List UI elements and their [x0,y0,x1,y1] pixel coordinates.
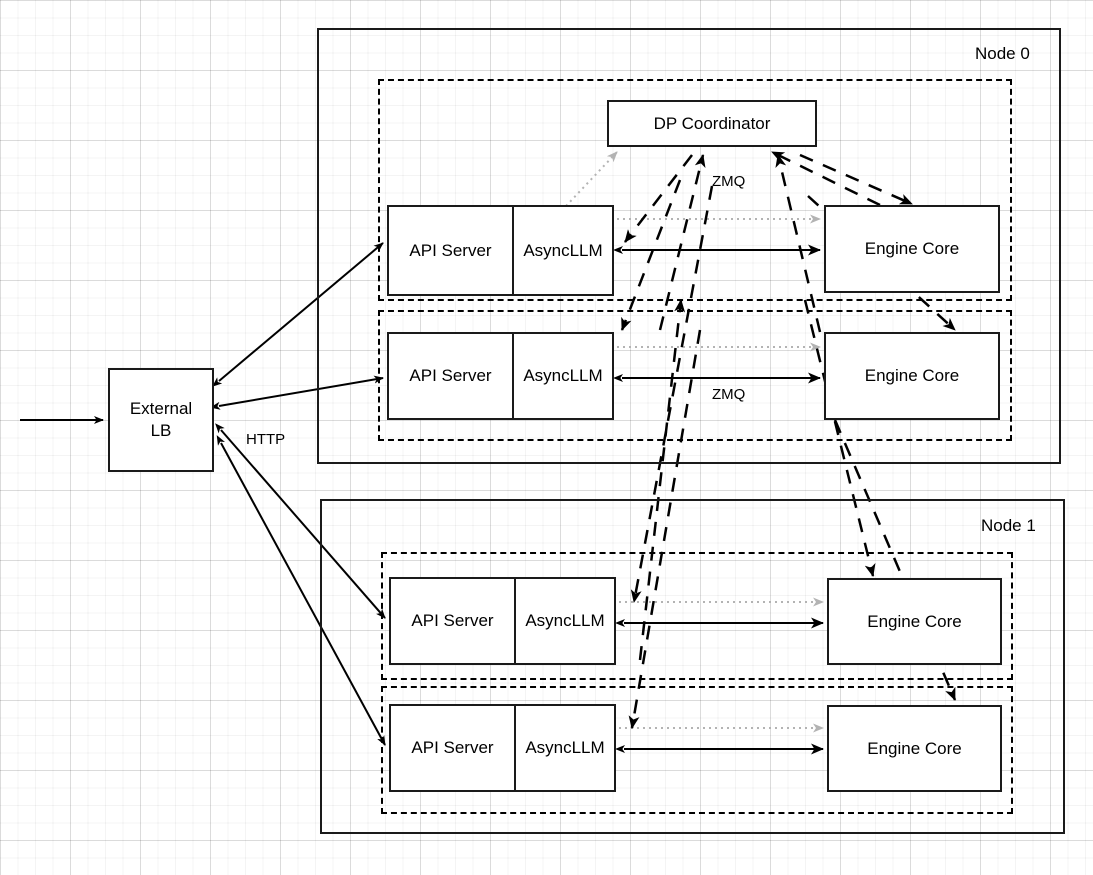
asyncllm-label-node1-1: AsyncLLM [525,738,605,757]
node-container-node1 [320,499,1065,834]
api-server-asyncllm-node0-0[interactable]: API Server AsyncLLM [387,205,614,296]
engine-core-label-node1-1: Engine Core [867,738,962,758]
engine-core-node1-0[interactable]: Engine Core [827,578,1002,665]
http-label: HTTP [246,431,286,448]
asyncllm-label-node0-1: AsyncLLM [523,366,603,385]
dp-group-node0-1 [378,310,1012,441]
api-server-asyncllm-node1-0[interactable]: API Server AsyncLLM [389,577,616,665]
external-lb-label-line2: LB [150,421,172,440]
asyncllm-label-node1-0: AsyncLLM [525,611,605,630]
api-server-asyncllm-node1-1[interactable]: API Server AsyncLLM [389,704,616,792]
node-label-node0: Node 0 [975,44,1030,63]
api-server-label-node0-0: API Server [389,207,514,294]
engine-core-label-node0-0: Engine Core [864,239,960,258]
api-server-label-node1-0: API Server [391,579,516,663]
dp-group-node1-0 [381,552,1013,680]
asyncllm-label-node0-0: AsyncLLM [523,240,603,260]
engine-core-node0-0[interactable]: Engine Core [824,205,1000,293]
engine-core-label-node1-0: Engine Core [867,611,962,631]
dp-group-node1-1 [381,686,1013,814]
engine-core-node1-1[interactable]: Engine Core [827,705,1002,792]
node-container-node0 [317,28,1061,464]
zmq-label-node0-coordinator: ZMQ [712,173,746,190]
external-lb-label-line1: External [129,398,193,418]
zmq-label-node0-1: ZMQ [712,386,746,403]
dp-coordinator-box[interactable]: DP Coordinator [607,100,817,147]
dp-coordinator-label: DP Coordinator [653,113,771,133]
external-lb-box[interactable]: External LB [108,368,214,472]
api-server-label-node1-1: API Server [391,706,516,790]
dp-group-node0-0 [378,79,1012,301]
engine-core-node0-1[interactable]: Engine Core [824,332,1000,420]
engine-core-label-node0-1: Engine Core [864,366,960,385]
node-label-node1: Node 1 [981,516,1036,535]
api-server-label-node0-1: API Server [389,334,514,418]
api-server-asyncllm-node0-1[interactable]: API Server AsyncLLM [387,332,614,420]
